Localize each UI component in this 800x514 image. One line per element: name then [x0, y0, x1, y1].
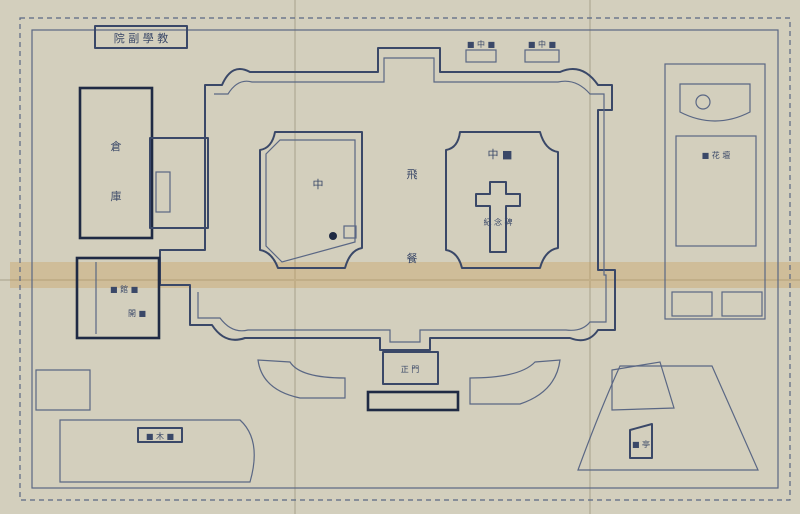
drive-right [469, 359, 561, 405]
main-courtyard-inner [197, 57, 607, 343]
garden-fountain [695, 94, 711, 110]
garden-box-2 [721, 291, 763, 317]
left-lower-building [75, 256, 161, 340]
top-plaque-2 [524, 49, 560, 63]
water-stain [10, 262, 800, 288]
bottom-right-lawn [577, 365, 759, 471]
memorial-cross [475, 181, 521, 253]
bottom-left-plaque-text: ■ 木 ■ [146, 431, 174, 441]
center-left-square [259, 131, 363, 269]
storage-annex [149, 137, 209, 229]
garden-bed [675, 135, 757, 247]
top-plaque-2-text: ■ 中 ■ [528, 39, 556, 49]
top-left-plaque-text: 院 副 學 教 [114, 31, 169, 45]
top-plaque-1 [465, 49, 497, 63]
entrance-step [366, 390, 460, 412]
right-panel-label: ■ 花 壇 [702, 150, 731, 160]
bottom-left-lawn [59, 419, 255, 483]
site-boundary [19, 17, 791, 501]
storage-label-1: 倉 [111, 139, 122, 153]
left-lower-label: ■ 館 ■ [110, 284, 138, 294]
drive-left [257, 359, 346, 399]
bottom-left-plaque [137, 427, 183, 443]
left-lower-sub: 開 ■ [128, 309, 146, 318]
entrance-label: 正 門 [401, 365, 420, 374]
marker-box [343, 225, 357, 239]
garden-box-1 [671, 291, 713, 317]
bottom-right-kiosk [629, 423, 653, 459]
center-right-square [445, 131, 559, 269]
storage-annex-door [155, 171, 171, 213]
right-garden-panel [664, 63, 766, 320]
entrance-gate [382, 351, 439, 385]
center-char-2: 餐 [407, 251, 418, 265]
right-square-chars: 中 ■ [488, 148, 513, 161]
storage-building [78, 86, 154, 240]
main-courtyard-outline [159, 47, 616, 351]
storage-label-2: 庫 [111, 189, 122, 203]
top-plaque-1-text: ■ 中 ■ [467, 39, 495, 49]
top-left-plaque [94, 25, 188, 49]
bottom-right-label: ■ 亭 [632, 439, 650, 449]
bottom-left-bed [35, 369, 91, 411]
center-left-char: 中 [313, 178, 324, 191]
garden-top-shape [679, 83, 751, 122]
marker-dot [329, 232, 337, 240]
center-left-inner [265, 139, 356, 263]
site-inner-boundary [31, 29, 779, 489]
center-char-1: 飛 [407, 168, 418, 181]
cross-label: 紀 念 碑 [483, 217, 512, 227]
bottom-right-bed [611, 361, 675, 411]
